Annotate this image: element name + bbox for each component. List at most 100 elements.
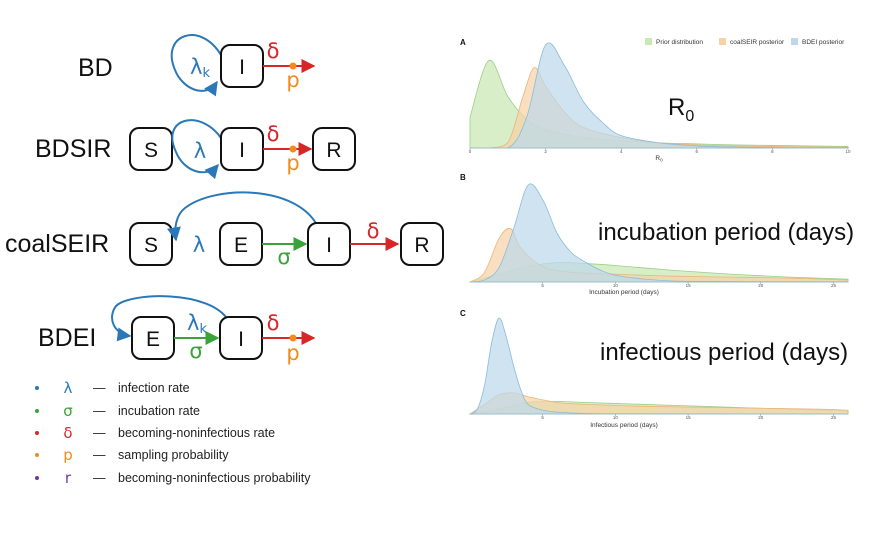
x-tick-label: 10 [845,149,851,154]
panel-letter: C [460,309,466,318]
legend-dash: — [93,381,106,395]
delta-symbol: δ [267,122,280,146]
compartment-i-label: I [239,56,245,79]
infection-rate-symbol: λ [194,139,206,163]
density-area-bdei-posterior [470,42,849,149]
legend-text: sampling probability [118,448,229,462]
compartment-s-label: S [144,234,158,257]
legend-dash: — [93,404,106,418]
infection-loop-arrow [171,119,222,180]
legend-item: p — sampling probability [35,446,229,464]
sampling-symbol: p [286,151,299,175]
delta-symbol: δ [267,311,280,335]
panel-annotation: infectious period (days) [600,339,848,366]
x-tick-label: 5 [541,415,544,420]
infection-rate-symbol: λk [190,55,210,81]
sampling-dot [289,62,297,70]
density-area-bdei-posterior [468,317,849,415]
sampling-dot [289,334,297,342]
x-tick-label: 4 [620,149,623,154]
panel-annotation: R0 [668,94,694,125]
compartment-i-label: I [326,234,332,257]
density-area-bdei-posterior [469,183,849,283]
infection-rate-symbol: λ [193,233,205,257]
compartment-s-box [129,222,173,266]
legend-swatch-prior [645,38,652,45]
model-label-bdei: BDEI [38,324,96,352]
x-tick-label: 25 [831,283,837,288]
legend-text: becoming-noninfectious rate [118,426,275,440]
legend-bullet [35,409,39,413]
compartment-r-label: R [326,139,341,162]
model-bdei: BDEI E λk σ I δ p [38,295,316,365]
x-tick-label: 20 [758,415,764,420]
x-tick-label: 15 [686,415,692,420]
infection-rate-symbol: λk [187,311,207,337]
infection-arc-arrow [111,295,229,342]
compartment-e-label: E [146,328,160,351]
model-label-bd: BD [78,54,113,82]
compartment-r-box [312,127,356,171]
legend-text: infection rate [118,381,190,395]
sigma-symbol: σ [277,245,290,269]
model-label-coalseir: coalSEIR [5,230,109,258]
compartment-i-label: I [239,139,245,162]
x-tick-label: 25 [831,415,837,420]
legend-symbol: r [65,469,72,487]
density-legend: Prior distribution coalSEIR posterior BD… [645,38,845,46]
symbol-legend: λ — infection rate σ — incubation rate δ… [35,379,311,487]
legend-text: becoming-noninfectious probability [118,471,311,485]
legend-item: r — becoming-noninfectious probability [35,469,311,487]
x-axis-label: Infectious period (days) [590,422,658,429]
compartment-r-label: R [414,234,429,257]
legend-symbol: p [63,446,73,464]
legend-bullet [35,386,39,390]
x-tick-label: 8 [771,149,774,154]
legend-swatch-coalseir [719,38,726,45]
legend-bullet [35,431,39,435]
panel-letter: B [460,173,466,182]
x-tick-label: 2 [544,149,547,154]
x-tick-label: 15 [686,283,692,288]
compartment-r-box [400,222,444,266]
model-coalseir: coalSEIR S λ E σ I δ R [5,191,444,269]
x-tick-label: 0 [469,149,472,154]
legend-item: σ — incubation rate [35,402,200,420]
model-label-bdsir: BDSIR [35,135,111,163]
legend-dash: — [93,471,106,485]
x-tick-label: 10 [613,283,619,288]
compartment-s-box [129,127,173,171]
infection-loop-arrow [170,34,222,97]
legend-symbol: λ [64,379,73,397]
delta-symbol: δ [367,219,380,243]
x-axis-label: Incubation period (days) [589,289,659,296]
x-tick-label: 5 [541,283,544,288]
legend-label-coalseir: coalSEIR posterior [730,39,785,46]
x-tick-label: 6 [696,149,699,154]
panel-annotation: incubation period (days) [598,219,854,246]
model-bdsir: BDSIR S λ I δ p R [35,119,356,180]
legend-symbol: σ [63,402,73,420]
legend-item: λ — infection rate [35,379,190,397]
legend-text: incubation rate [118,404,200,418]
x-tick-label: 20 [758,283,764,288]
model-bd: BD λk I δ p [78,34,316,97]
legend-swatch-bdei [791,38,798,45]
legend-label-bdei: BDEI posterior [802,39,845,46]
compartment-e-label: E [234,234,248,257]
panel-letter: A [460,38,466,47]
legend-item: δ — becoming-noninfectious rate [35,424,275,442]
sampling-symbol: p [286,341,299,365]
sigma-symbol: σ [189,339,202,363]
delta-symbol: δ [267,39,280,63]
legend-dash: — [93,426,106,440]
legend-dash: — [93,448,106,462]
x-tick-label: 10 [613,415,619,420]
compartment-i-label: I [238,328,244,351]
x-axis-label: R0 [655,155,663,163]
